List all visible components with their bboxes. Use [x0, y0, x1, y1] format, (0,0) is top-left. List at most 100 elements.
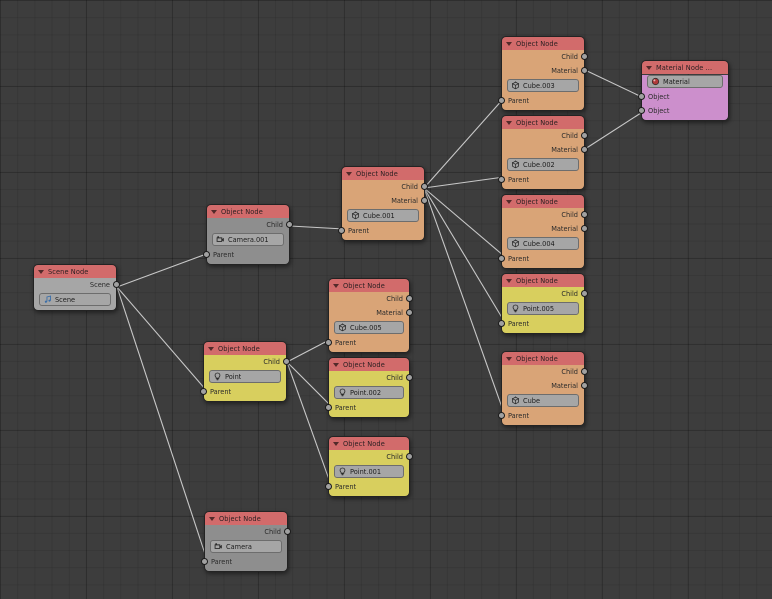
- output-socket-material[interactable]: [406, 309, 413, 316]
- field-value: Cube: [523, 396, 541, 405]
- node-header-material[interactable]: Material Node ...: [642, 61, 728, 74]
- output-socket-material[interactable]: [421, 197, 428, 204]
- node-header-cube002[interactable]: Object Node: [502, 116, 584, 129]
- input-socket-parent[interactable]: [338, 227, 345, 234]
- node-header-point001[interactable]: Object Node: [329, 437, 409, 450]
- output-socket-child[interactable]: [581, 368, 588, 375]
- node-header-cube004[interactable]: Object Node: [502, 195, 584, 208]
- collapse-triangle-icon[interactable]: [38, 269, 44, 274]
- output-socket-material[interactable]: [581, 146, 588, 153]
- field-cube003[interactable]: Cube.003: [507, 79, 579, 92]
- output-socket-child[interactable]: [406, 374, 413, 381]
- input-socket-parent[interactable]: [200, 388, 207, 395]
- field-point005[interactable]: Point.005: [507, 302, 579, 315]
- field-point[interactable]: Point: [209, 370, 281, 383]
- node-title: Object Node: [516, 197, 558, 206]
- link-6: [423, 187, 505, 257]
- input-socket-parent[interactable]: [203, 251, 210, 258]
- output-socket-child[interactable]: [581, 132, 588, 139]
- input-socket-parent[interactable]: [498, 412, 505, 419]
- node-header-cube[interactable]: Object Node: [502, 352, 584, 365]
- field-point002[interactable]: Point.002: [334, 386, 404, 399]
- node-header-camera001[interactable]: Object Node: [207, 205, 289, 218]
- collapse-triangle-icon[interactable]: [208, 346, 214, 351]
- field-cube004[interactable]: Cube.004: [507, 237, 579, 250]
- input-socket-parent[interactable]: [325, 404, 332, 411]
- output-socket-child[interactable]: [284, 528, 291, 535]
- collapse-triangle-icon[interactable]: [333, 283, 339, 288]
- input-socket-object[interactable]: [638, 93, 645, 100]
- collapse-triangle-icon[interactable]: [506, 120, 512, 125]
- output-socket-child[interactable]: [421, 183, 428, 190]
- input-socket-parent[interactable]: [201, 558, 208, 565]
- field-point001[interactable]: Point.001: [334, 465, 404, 478]
- input-socket-parent[interactable]: [498, 176, 505, 183]
- input-socket-parent[interactable]: [325, 339, 332, 346]
- collapse-triangle-icon[interactable]: [506, 199, 512, 204]
- node-header-cube001[interactable]: Object Node: [342, 167, 424, 180]
- collapse-triangle-icon[interactable]: [333, 441, 339, 446]
- output-socket-child[interactable]: [406, 453, 413, 460]
- output-socket-child[interactable]: [286, 221, 293, 228]
- output-socket-material[interactable]: [581, 382, 588, 389]
- output-socket-scene[interactable]: [113, 281, 120, 288]
- collapse-triangle-icon[interactable]: [506, 41, 512, 46]
- output-socket-material[interactable]: [581, 67, 588, 74]
- output-socket-child[interactable]: [406, 295, 413, 302]
- mesh-icon: [351, 211, 360, 220]
- node-title: Object Node: [356, 169, 398, 178]
- field-cube005[interactable]: Cube.005: [334, 321, 404, 334]
- collapse-triangle-icon[interactable]: [333, 362, 339, 367]
- field-cube002[interactable]: Cube.002: [507, 158, 579, 171]
- collapse-triangle-icon[interactable]: [646, 65, 652, 70]
- collapse-triangle-icon[interactable]: [506, 356, 512, 361]
- node-header-scene[interactable]: Scene Node: [34, 265, 116, 278]
- node-header-point005[interactable]: Object Node: [502, 274, 584, 287]
- field-camera001[interactable]: Camera.001: [212, 233, 284, 246]
- node-header-point[interactable]: Object Node: [204, 342, 286, 355]
- field-material[interactable]: Material: [647, 75, 723, 88]
- output-socket-child[interactable]: [581, 53, 588, 60]
- field-cube[interactable]: Cube: [507, 394, 579, 407]
- input-socket-parent[interactable]: [498, 255, 505, 262]
- output-socket-child[interactable]: [283, 358, 290, 365]
- field-cube001[interactable]: Cube.001: [347, 209, 419, 222]
- field-scene[interactable]: Scene: [39, 293, 111, 306]
- field-camera[interactable]: Camera: [210, 540, 282, 553]
- node-header-cube005[interactable]: Object Node: [329, 279, 409, 292]
- collapse-triangle-icon[interactable]: [209, 516, 215, 521]
- mesh-icon: [511, 239, 520, 248]
- node-header-point002[interactable]: Object Node: [329, 358, 409, 371]
- node-header-camera[interactable]: Object Node: [205, 512, 287, 525]
- collapse-triangle-icon[interactable]: [506, 278, 512, 283]
- input-socket-parent[interactable]: [498, 97, 505, 104]
- output-socket-material[interactable]: [581, 225, 588, 232]
- node-header-cube003[interactable]: Object Node: [502, 37, 584, 50]
- collapse-triangle-icon[interactable]: [346, 171, 352, 176]
- output-socket-child[interactable]: [581, 290, 588, 297]
- output-socket-child[interactable]: [581, 211, 588, 218]
- node-title: Object Node: [343, 360, 385, 369]
- collapse-triangle-icon[interactable]: [211, 209, 217, 214]
- input-socket-object[interactable]: [638, 107, 645, 114]
- input-socket-parent[interactable]: [325, 483, 332, 490]
- input-socket-parent[interactable]: [498, 320, 505, 327]
